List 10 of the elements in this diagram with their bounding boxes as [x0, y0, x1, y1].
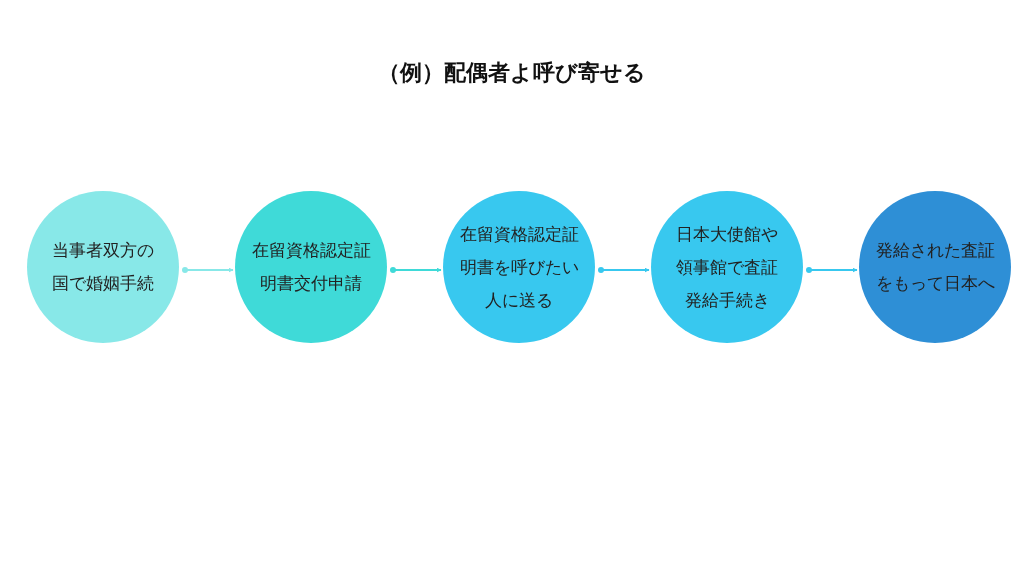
arrow — [598, 267, 650, 273]
arrow — [390, 267, 442, 273]
step-text: 当事者双方の国で婚姻手続 — [51, 240, 155, 295]
diagram-title: （例）配偶者よ呼び寄せる — [377, 59, 647, 87]
step-text: 在留資格認定証明書を呼びたい人に送る — [458, 223, 580, 312]
step-text: 日本大使館や領事館で査証発給手続き — [675, 223, 779, 312]
arrow — [806, 267, 858, 273]
step-text: 発給された査証をもって日本へ — [874, 240, 996, 295]
step-text: 在留資格認定証明書交付申請 — [250, 240, 372, 295]
arrow — [182, 267, 234, 273]
